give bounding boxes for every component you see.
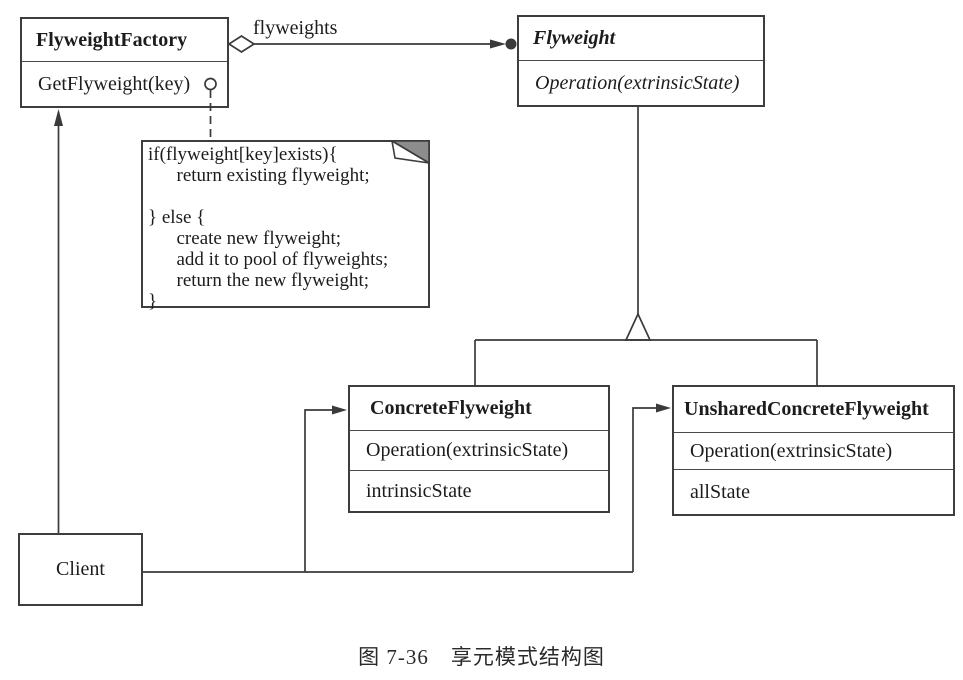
note-line: } <box>148 291 158 312</box>
class-client: Client <box>18 533 143 606</box>
class-title-client: Client <box>56 558 105 580</box>
class-method-getflyweight: GetFlyweight(key) <box>22 61 227 106</box>
class-method-operation-flyweight: Operation(extrinsicState) <box>519 60 763 105</box>
class-flyweight-factory: FlyweightFactory GetFlyweight(key) <box>20 17 229 108</box>
figure-caption: 图 7-36 享元模式结构图 <box>358 645 605 669</box>
class-method-operation-unshared: Operation(extrinsicState) <box>674 432 953 469</box>
class-title-flyweight-factory: FlyweightFactory <box>36 28 188 51</box>
client-unshared-branch-line <box>632 407 665 572</box>
aggregation-diamond-icon <box>227 34 256 54</box>
class-attribute-intrinsic-state: intrinsicState <box>350 470 608 511</box>
note-line: if(flyweight[key]exists){ <box>148 144 338 165</box>
note-fold-icon <box>391 140 430 165</box>
client-concrete-branch-line <box>304 409 341 572</box>
class-title-unshared-concrete-flyweight: UnsharedConcreteFlyweight <box>684 398 929 420</box>
class-unshared-concrete-flyweight: UnsharedConcreteFlyweight Operation(extr… <box>672 385 955 516</box>
class-attribute-all-state: allState <box>674 469 953 514</box>
class-title-concrete-flyweight: ConcreteFlyweight <box>370 397 532 419</box>
class-method-operation-concrete: Operation(extrinsicState) <box>350 430 608 470</box>
class-flyweight: Flyweight Operation(extrinsicState) <box>517 15 765 107</box>
note-line: return the new flyweight; <box>148 270 370 291</box>
class-concrete-flyweight: ConcreteFlyweight Operation(extrinsicSta… <box>348 385 610 513</box>
client-unshared-arrowhead-icon <box>656 403 671 413</box>
note-line: return existing flyweight; <box>148 165 370 186</box>
note-box: if(flyweight[key]exists){ return existin… <box>141 140 430 312</box>
generalization-triangle-icon <box>624 311 652 341</box>
class-title-flyweight: Flyweight <box>533 27 616 49</box>
association-label-flyweights: flyweights <box>253 17 338 39</box>
client-concrete-arrowhead-icon <box>332 405 347 415</box>
note-line: create new flyweight; <box>148 228 342 249</box>
client-factory-arrowhead-icon <box>54 109 63 126</box>
containment-circle-icon <box>505 38 517 50</box>
association-arrowhead-icon <box>490 39 506 49</box>
note-line <box>148 186 428 207</box>
note-line: } else { <box>148 207 206 228</box>
note-line: add it to pool of flyweights; <box>148 249 389 270</box>
